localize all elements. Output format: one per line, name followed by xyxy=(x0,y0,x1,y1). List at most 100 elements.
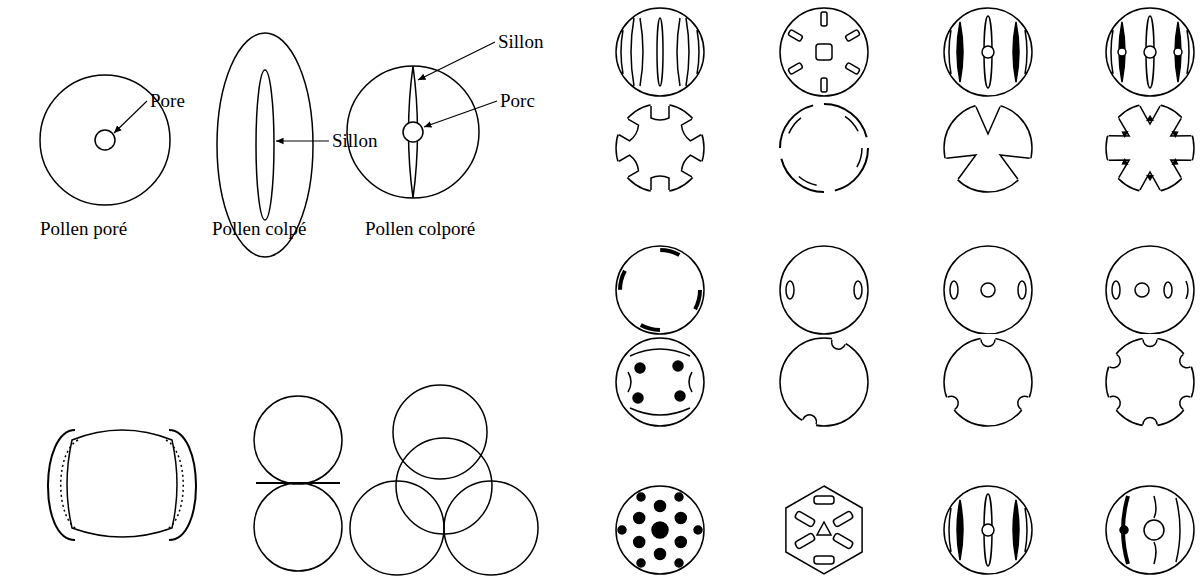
tricolpate-equatorial xyxy=(631,18,634,86)
periporate-pollen xyxy=(675,537,686,548)
tricolpate-equatorial xyxy=(657,18,663,86)
periporate-pollen xyxy=(652,522,668,538)
porate-pollen xyxy=(95,130,115,150)
diporate-polar xyxy=(828,334,849,352)
diporate-polar xyxy=(780,334,868,430)
tricolporate-equatorial xyxy=(944,486,1032,574)
periporate-pollen xyxy=(618,526,626,534)
stephanoporate-polar xyxy=(1176,392,1196,414)
stephanoporate-view xyxy=(1106,246,1194,334)
triporate-polar xyxy=(979,334,997,347)
stephanoporate-polar xyxy=(1141,417,1159,430)
tricolpate-equatorial xyxy=(640,18,643,86)
colporate-pollen xyxy=(418,42,495,80)
bisaccate-pollen xyxy=(61,440,78,530)
stephanocolpate-view xyxy=(780,8,868,96)
stephanocolpate-view xyxy=(780,8,868,96)
dyad-pollen xyxy=(254,396,342,571)
periporate-view xyxy=(635,363,645,373)
tricolporate-equatorial xyxy=(1118,48,1126,56)
stephanoporate-polar xyxy=(1104,392,1124,414)
diporate-view xyxy=(854,281,862,299)
colpate-pollen xyxy=(256,70,274,220)
figure-caption: Pollen colpé xyxy=(212,218,306,240)
periporate-pollen xyxy=(634,537,645,548)
stephanocolpate-view xyxy=(816,44,832,60)
periporate-pollen xyxy=(655,549,666,560)
periporate-view xyxy=(689,372,692,392)
tricolporate-equatorial xyxy=(1174,48,1182,56)
hexacolpate-polar xyxy=(1164,148,1201,185)
part-label: Sillon xyxy=(498,31,543,53)
periporate-view xyxy=(630,349,690,356)
periporate-view xyxy=(616,338,704,426)
colporate-pollen xyxy=(424,101,497,127)
colporate-oblique xyxy=(1106,486,1194,574)
periporate-view xyxy=(675,391,685,401)
dyad-pollen xyxy=(254,483,342,571)
hexacolpate-polar xyxy=(1136,98,1164,124)
tricolporate-equatorial xyxy=(1106,8,1194,96)
tricolpate-polar xyxy=(992,141,1039,187)
tricolporate-equatorial xyxy=(944,8,1032,96)
tricolpate-equatorial xyxy=(686,18,689,86)
tetrad-pollen xyxy=(396,438,492,534)
triporate-view xyxy=(981,283,995,297)
triporate-polar xyxy=(944,338,1032,426)
triporate-view xyxy=(944,246,1032,334)
colpate-polar xyxy=(780,104,868,192)
tricolporate-equatorial xyxy=(944,8,1032,96)
triporate-polar xyxy=(942,334,1034,426)
periporate-pollen xyxy=(616,486,704,574)
colpate-polar xyxy=(780,104,868,192)
stephanocolpate-view xyxy=(821,78,827,92)
stephanoporate-polar xyxy=(1106,338,1194,426)
periporate-pollen xyxy=(675,559,683,567)
pericolpate-pollen xyxy=(814,556,834,564)
pericolpate-pollen xyxy=(786,486,862,574)
stephanocolpate-view xyxy=(788,29,803,41)
bisaccate-pollen xyxy=(48,430,196,540)
stephanoporate-view xyxy=(1164,282,1172,298)
part-label: Pore xyxy=(150,90,185,112)
periporate-view xyxy=(616,338,704,426)
periporate-view xyxy=(673,361,683,371)
figure-caption: Pollen poré xyxy=(40,218,127,240)
colporate-oblique xyxy=(1144,520,1164,540)
tricolpate-polar xyxy=(937,141,984,187)
triporate-polar xyxy=(942,392,962,414)
periporate-view xyxy=(633,393,643,403)
tricolporate-equatorial xyxy=(944,486,1032,574)
hexacolpate-polar xyxy=(613,100,707,196)
colporate-oblique xyxy=(1120,526,1128,534)
stephanoporate-view xyxy=(1106,246,1194,334)
periporate-pollen xyxy=(637,559,645,567)
tetrad-pollen xyxy=(393,385,487,479)
periporate-pollen xyxy=(675,493,683,501)
tricolpate-equatorial xyxy=(697,30,699,74)
hexacolpate-polar xyxy=(1100,111,1137,148)
diporate-view xyxy=(780,246,868,334)
diporate-polar xyxy=(799,412,820,430)
stephanocolpate-view xyxy=(845,29,860,41)
periporate-pollen xyxy=(694,526,702,534)
tetraporate-view xyxy=(620,250,700,330)
tetrad-pollen xyxy=(350,385,538,575)
figure-caption: Pollen colporé xyxy=(365,218,475,240)
colporate-oblique xyxy=(1154,496,1156,518)
tricolpate-polar xyxy=(937,98,1040,192)
stephanoporate-polar xyxy=(1141,334,1159,347)
diporate-view xyxy=(780,246,868,334)
pericolpate-pollen xyxy=(832,533,853,550)
tetraporate-view xyxy=(616,246,704,334)
hexacolpate-polar xyxy=(679,114,707,143)
diporate-view xyxy=(786,281,794,299)
colporate-oblique xyxy=(1154,542,1156,564)
part-label: Sillon xyxy=(332,130,377,152)
colporate-pollen xyxy=(347,42,497,198)
tricolpate-polar xyxy=(972,98,1004,134)
pericolpate-pollen xyxy=(832,511,853,528)
bisaccate-pollen xyxy=(166,440,183,530)
